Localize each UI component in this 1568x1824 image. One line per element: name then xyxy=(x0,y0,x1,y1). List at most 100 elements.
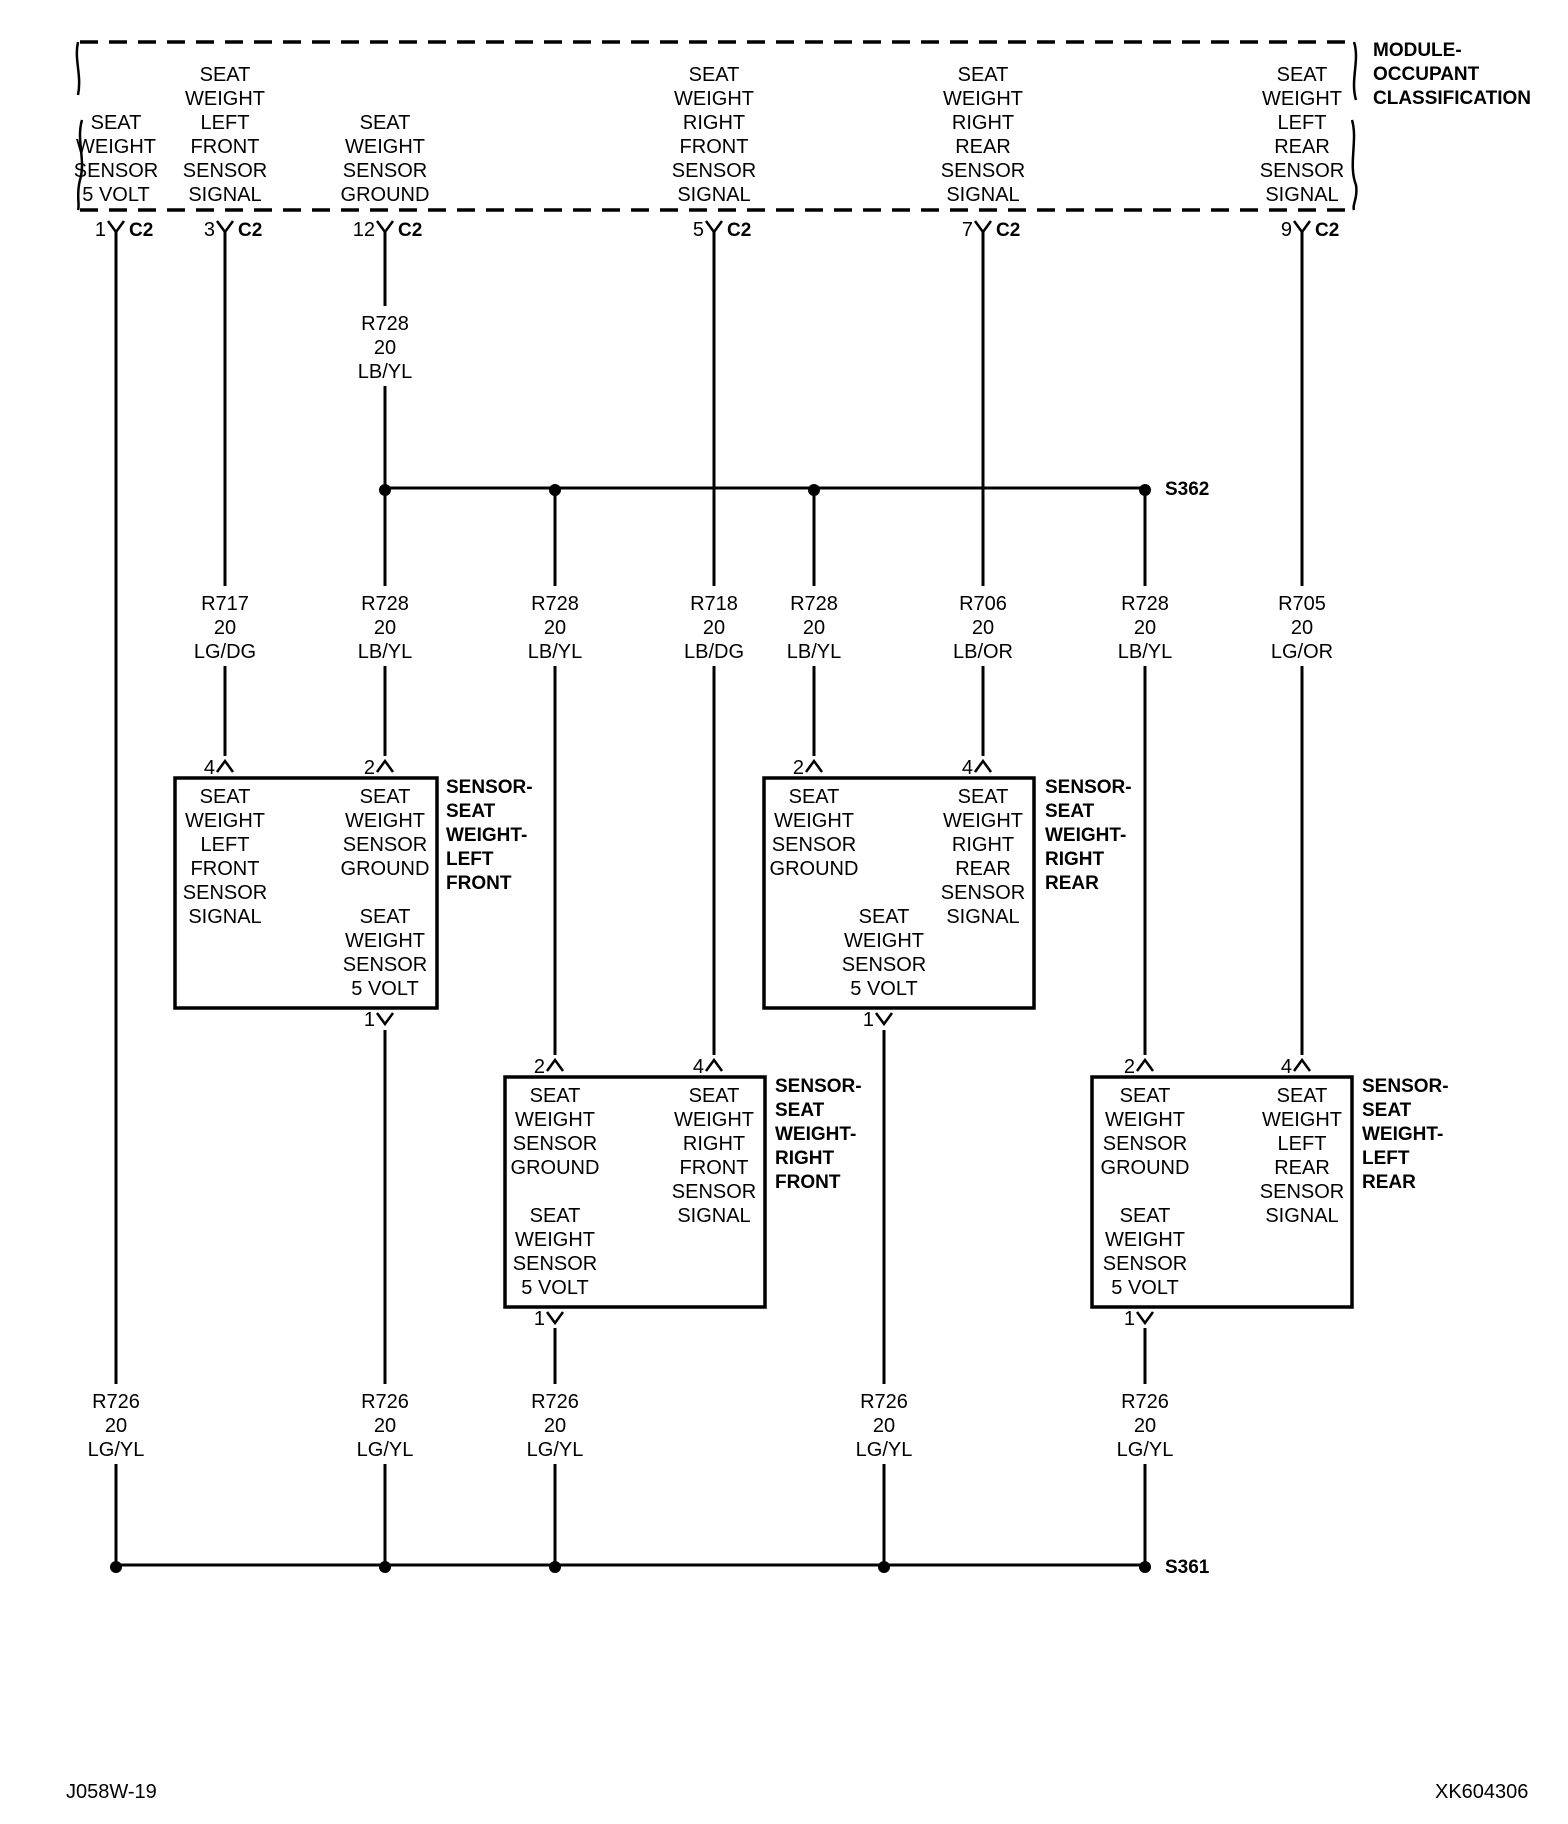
sensor-pin-number: 1 xyxy=(534,1308,545,1330)
splice-dot xyxy=(1139,484,1151,496)
module-connector-pin: 7 C2 xyxy=(962,219,1020,241)
module-pin-number: 5 xyxy=(693,219,704,241)
module-connector-id: C2 xyxy=(129,220,153,241)
footer-right-code: XK604306 xyxy=(1435,1781,1528,1803)
footer-left-code: J058W-19 xyxy=(66,1781,157,1803)
splice-dot xyxy=(110,1561,122,1573)
sensor-pin-number: 2 xyxy=(364,757,375,779)
sensor-connector-pin: 1 xyxy=(863,1009,894,1031)
sensor-pin-number: 2 xyxy=(1124,1056,1135,1078)
splice-dot xyxy=(379,484,391,496)
sensor-connector-pin: 4 xyxy=(962,757,993,779)
module-connector-pin: 5 C2 xyxy=(693,219,751,241)
sensor-connector-pin: 1 xyxy=(1124,1308,1155,1330)
module-pin-number: 9 xyxy=(1281,219,1292,241)
sensor-pin-number: 1 xyxy=(863,1009,874,1031)
module-pin-number: 7 xyxy=(962,219,973,241)
sensor-pin-number: 4 xyxy=(693,1056,704,1078)
splice-dot xyxy=(549,484,561,496)
module-pin-number: 1 xyxy=(95,219,106,241)
sensor-connector-pin: 1 xyxy=(364,1009,395,1031)
sensor-pin-number: 1 xyxy=(364,1009,375,1031)
splice-label-s362: S362 xyxy=(1165,479,1209,500)
module-connector-id: C2 xyxy=(238,220,262,241)
module-connector-pin: 1 C2 xyxy=(95,219,153,241)
splice-dots xyxy=(110,484,1151,1573)
wire-lines xyxy=(114,232,1304,1567)
splice-dot xyxy=(379,1561,391,1573)
splice-dot xyxy=(549,1561,561,1573)
sensor-connector-pin: 1 xyxy=(534,1308,565,1330)
sensor-connector-pin: 4 xyxy=(693,1056,724,1078)
sensor-pin-number: 4 xyxy=(204,757,215,779)
sensor-connector-pin: 2 xyxy=(793,757,824,779)
module-pin-number: 12 xyxy=(353,219,375,241)
splice-label-s361: S361 xyxy=(1165,1557,1210,1578)
sensor-connector-group: 4 2 1 2 4 1 2 4 1 2 4 1 xyxy=(204,757,1312,1330)
sensor-connector-pin: 2 xyxy=(534,1056,565,1078)
splice-dot xyxy=(878,1561,890,1573)
sensor-pin-number: 2 xyxy=(793,757,804,779)
sensor-connector-pin: 2 xyxy=(1124,1056,1155,1078)
sensor-pin-number: 4 xyxy=(962,757,973,779)
sensor-pin-number: 2 xyxy=(534,1056,545,1078)
module-connector-id: C2 xyxy=(727,220,751,241)
module-connector-id: C2 xyxy=(996,220,1020,241)
module-outline xyxy=(75,40,1358,212)
module-connector-id: C2 xyxy=(1315,220,1339,241)
sensor-pin-number: 4 xyxy=(1281,1056,1292,1078)
splice-dot xyxy=(808,484,820,496)
